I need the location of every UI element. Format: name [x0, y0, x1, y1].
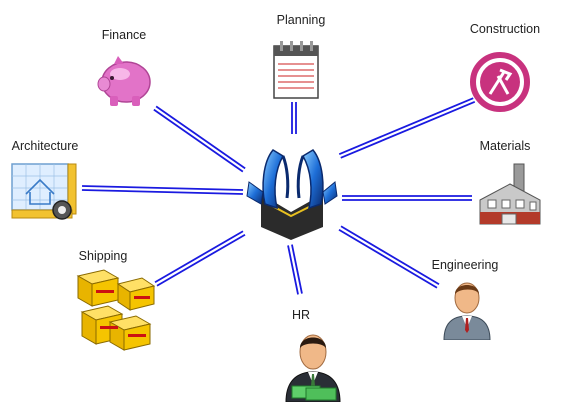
piggy-bank-icon	[97, 56, 151, 106]
connector-engineering	[338, 228, 438, 289]
architecture-node[interactable]	[10, 160, 80, 222]
connector-construction	[340, 101, 476, 159]
connector-architecture	[82, 185, 244, 191]
shipping-node[interactable]	[74, 268, 158, 352]
finance-node[interactable]	[96, 52, 154, 110]
shipping-label: Shipping	[78, 249, 128, 263]
bridge-hub-icon	[246, 149, 338, 240]
blueprint-icon	[11, 163, 77, 220]
notepad-icon	[273, 41, 319, 99]
connector-hr	[287, 245, 299, 295]
connector-shipping	[154, 230, 244, 284]
connector-finance	[153, 108, 244, 173]
connector-construction	[338, 97, 474, 155]
construction-tools-icon	[470, 52, 530, 112]
connector-architecture	[81, 189, 243, 195]
connector-engineering	[340, 225, 440, 286]
factory-icon	[479, 163, 541, 225]
connector-finance	[155, 105, 246, 170]
materials-label: Materials	[479, 139, 531, 153]
construction-node[interactable]	[470, 52, 530, 112]
finance-label: Finance	[101, 28, 147, 42]
materials-node[interactable]	[474, 160, 546, 232]
hr-label: HR	[291, 308, 311, 322]
planning-node[interactable]	[270, 38, 322, 100]
businessman-money-icon	[285, 334, 341, 403]
construction-label: Construction	[469, 22, 541, 36]
hr-node[interactable]	[282, 328, 344, 403]
connector-hr	[291, 244, 303, 294]
engineering-label: Engineering	[431, 258, 499, 272]
planning-label: Planning	[276, 13, 326, 27]
architecture-label: Architecture	[11, 139, 79, 153]
engineer-avatar-icon	[443, 282, 491, 341]
connector-shipping	[156, 233, 246, 287]
engineering-node[interactable]	[440, 278, 494, 341]
dhl-boxes-icon	[76, 269, 156, 351]
hub-node[interactable]	[243, 142, 339, 242]
